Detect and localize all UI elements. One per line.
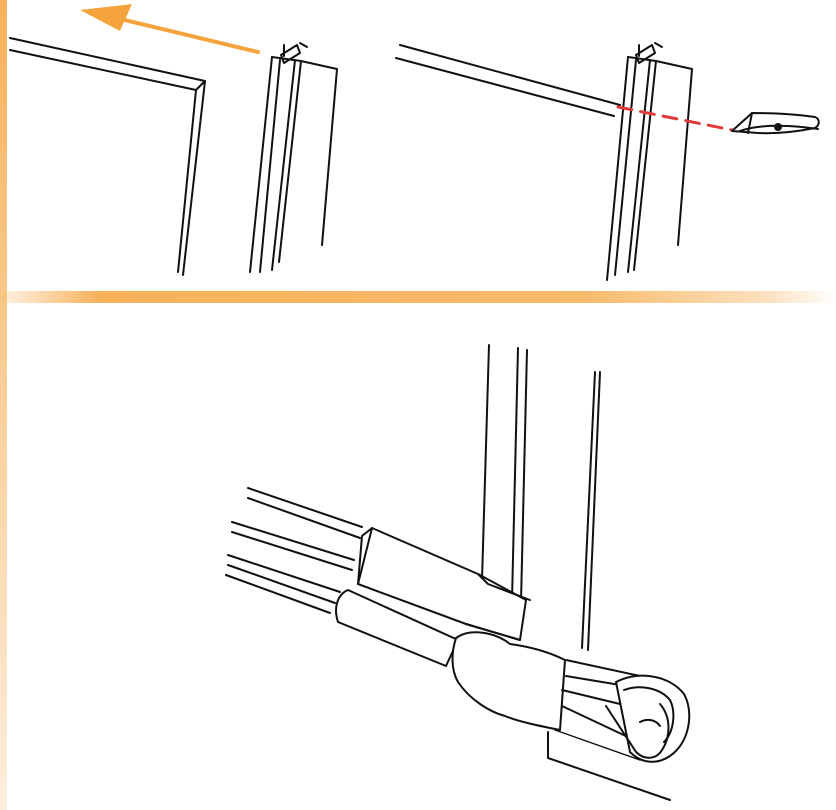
rubber-seal-strip [335,589,691,763]
scissors-icon [731,112,820,135]
glazing-bar-vertical [481,344,601,651]
step-1-panel [9,4,338,276]
glazing-bar-right [606,42,693,281]
step-2-panel [395,42,820,281]
glass-pane-right [395,44,621,117]
slide-direction-arrow [80,4,260,54]
glazing-bar-left [249,42,338,273]
left-accent-strip [0,0,7,810]
lower-frame-bracket [547,729,671,801]
glass-pane-left [9,37,206,276]
glazing-bar-base [357,527,531,641]
cut-line [616,105,734,132]
glass-edge-rails [225,487,363,614]
step-3-panel [225,344,691,801]
panel-divider-bar [0,291,836,303]
